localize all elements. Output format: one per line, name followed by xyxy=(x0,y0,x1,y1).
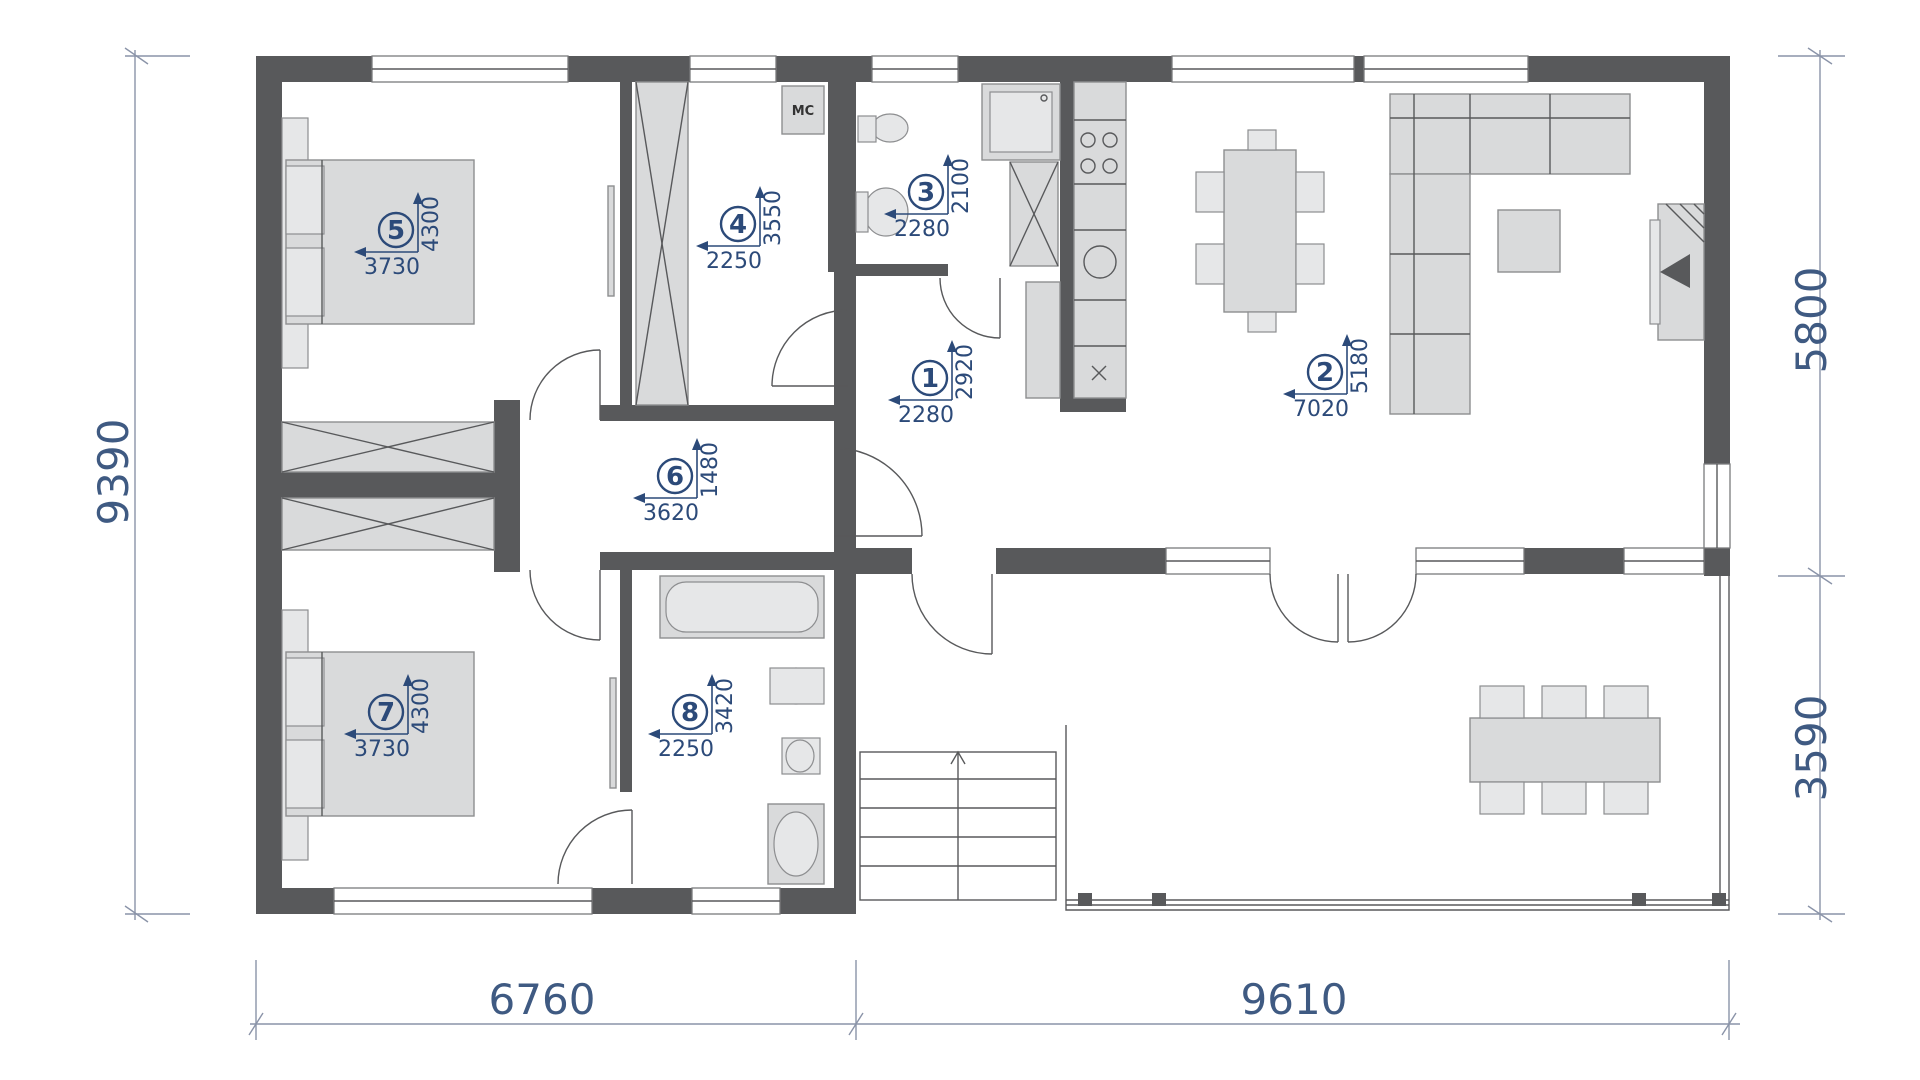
depth-arrow-head xyxy=(403,674,413,686)
room-number-circle xyxy=(907,173,945,211)
room-depth: 5180 xyxy=(1348,338,1373,394)
room-depth: 1480 xyxy=(698,442,723,498)
room-depth: 4300 xyxy=(409,678,434,734)
depth-arrow-head xyxy=(947,340,957,352)
room-number-circle xyxy=(911,359,949,397)
room-label-2: 2 7020 5180 xyxy=(1283,334,1373,422)
terrace xyxy=(1065,576,1730,911)
dim-left-width: 6760 xyxy=(489,975,596,1024)
stairs xyxy=(859,750,1057,901)
room-depth: 2920 xyxy=(953,344,978,400)
room-width: 2250 xyxy=(706,249,762,274)
depth-arrow-head xyxy=(707,674,717,686)
boiler-label: МС xyxy=(792,104,814,119)
depth-arrow-head xyxy=(943,154,953,166)
room-number: 3 xyxy=(917,178,935,208)
room-number-circle xyxy=(367,693,405,731)
depth-arrow-head xyxy=(413,192,423,204)
room-label-7: 7 3730 4300 xyxy=(344,674,434,762)
room-number: 8 xyxy=(681,698,699,728)
depth-arrow-head xyxy=(755,186,765,198)
room-number-circle xyxy=(1306,353,1344,391)
room-label-4: 4 2250 3550 xyxy=(696,186,786,274)
room-number: 4 xyxy=(729,210,747,240)
windows xyxy=(333,55,1731,915)
depth-arrow-head xyxy=(1342,334,1352,346)
room-depth: 3550 xyxy=(761,190,786,246)
room-width: 3730 xyxy=(364,255,420,280)
room-label-5: 5 3730 4300 xyxy=(354,192,444,280)
room-width: 2280 xyxy=(898,403,954,428)
width-arrow-head xyxy=(354,247,366,257)
width-arrow-head xyxy=(884,209,896,219)
width-arrow-head xyxy=(633,493,645,503)
width-arrow-head xyxy=(888,395,900,405)
room-width: 7020 xyxy=(1293,397,1349,422)
room-width: 3620 xyxy=(643,501,699,526)
doors xyxy=(529,277,1417,885)
room-number-circle xyxy=(671,693,709,731)
room-number: 7 xyxy=(377,698,395,728)
room-depth: 4300 xyxy=(419,196,444,252)
room-number: 1 xyxy=(921,364,939,394)
dim-right-width: 9610 xyxy=(1241,975,1348,1024)
width-arrow-head xyxy=(696,241,708,251)
room-width: 2280 xyxy=(894,217,950,242)
room-width: 2250 xyxy=(658,737,714,762)
width-arrow-head xyxy=(1283,389,1295,399)
room-number: 6 xyxy=(666,462,684,492)
depth-arrow-head xyxy=(692,438,702,450)
width-arrow-head xyxy=(648,729,660,739)
room-label-3: 3 2280 2100 xyxy=(884,154,974,242)
room-width: 3730 xyxy=(354,737,410,762)
room-number-circle xyxy=(377,211,415,249)
room-label-8: 8 2250 3420 xyxy=(648,674,738,762)
room-depth: 2100 xyxy=(949,158,974,214)
dim-total-height: 9390 xyxy=(89,419,138,526)
dim-upper-height: 5800 xyxy=(1787,267,1836,374)
room-number: 5 xyxy=(387,216,405,246)
room-labels: 1 2280 2920 2 7020 5180 3 2280 2100 4 2250 3550 5 373… xyxy=(344,154,1373,762)
room-label-1: 1 2280 2920 xyxy=(888,340,978,428)
dimension-lines: 9390 5800 3590 6760 9610 xyxy=(89,47,1845,1040)
room-depth: 3420 xyxy=(713,678,738,734)
room-number-circle xyxy=(719,205,757,243)
width-arrow-head xyxy=(344,729,356,739)
room-label-6: 6 3620 1480 xyxy=(633,438,723,526)
dim-lower-height: 3590 xyxy=(1787,695,1836,802)
room-number-circle xyxy=(656,457,694,495)
room-number: 2 xyxy=(1316,358,1334,388)
furniture: МС xyxy=(281,81,1705,885)
